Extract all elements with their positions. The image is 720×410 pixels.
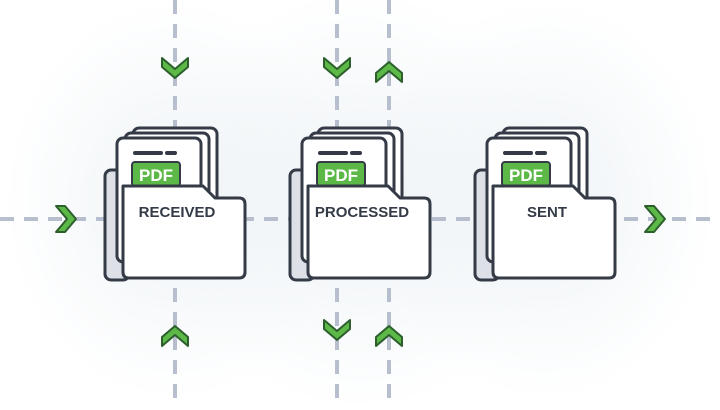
- arrow-up-processed-top: [375, 61, 403, 83]
- arrow-down-received: [161, 57, 189, 79]
- chevron-icon: [323, 57, 351, 79]
- folder-label: RECEIVED: [139, 204, 216, 221]
- chevron-icon: [644, 205, 666, 233]
- arrow-down-processed-bottom: [323, 319, 351, 341]
- folder-received: PDF RECEIVED: [103, 126, 247, 282]
- pdf-badge-label: PDF: [509, 166, 543, 185]
- folder-label: SENT: [527, 204, 567, 221]
- folder-front: [306, 184, 432, 280]
- pdf-badge: PDF: [316, 161, 366, 187]
- arrow-right-in: [55, 205, 77, 233]
- folder-front: [491, 184, 617, 280]
- flow-arrows: [55, 57, 666, 347]
- folder-processed: PDF PROCESSED: [288, 126, 432, 282]
- chevron-icon: [55, 205, 77, 233]
- folder-label: PROCESSED: [315, 204, 409, 221]
- pdf-badge-label: PDF: [324, 166, 358, 185]
- chevron-icon: [323, 319, 351, 341]
- pdf-badge: PDF: [501, 161, 551, 187]
- chevron-icon: [375, 325, 403, 347]
- folder-sent: PDF SENT: [473, 126, 617, 282]
- arrow-down-processed-top: [323, 57, 351, 79]
- chevron-icon: [375, 61, 403, 83]
- pdf-badge: PDF: [131, 161, 181, 187]
- chevron-icon: [161, 325, 189, 347]
- folders: PDF RECEIVED PDF PROCESSED PDF SENT: [103, 126, 617, 282]
- folder-front: [121, 184, 247, 280]
- pdf-badge-label: PDF: [139, 166, 173, 185]
- arrow-up-received: [161, 325, 189, 347]
- chevron-icon: [161, 57, 189, 79]
- arrow-right-out: [644, 205, 666, 233]
- arrow-up-processed-bottom: [375, 325, 403, 347]
